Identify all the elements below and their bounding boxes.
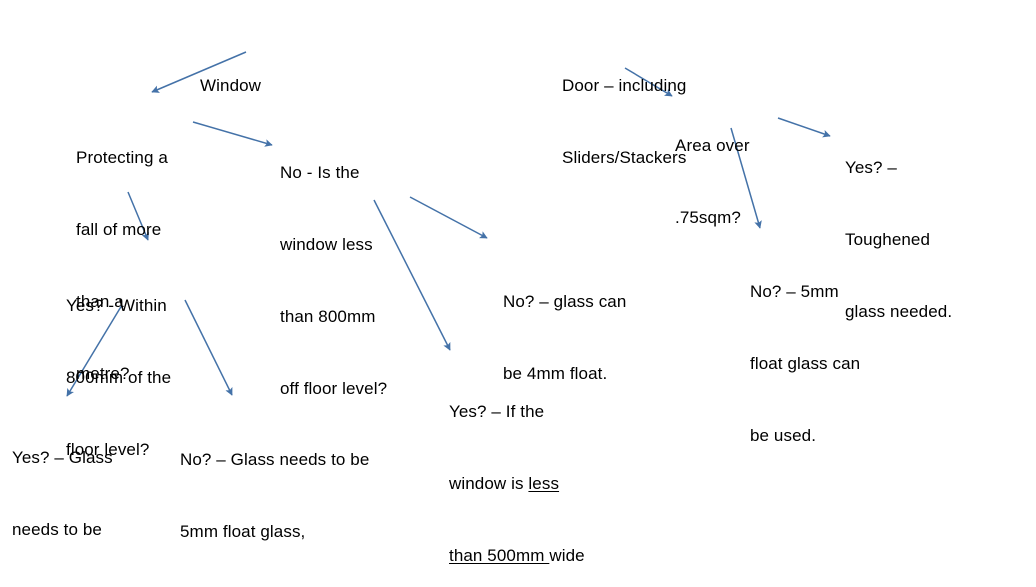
node-no-5mm-float-between-line-1: No? – Glass needs to be <box>180 450 370 469</box>
node-window-less-800-line-3: than 800mm <box>280 307 376 326</box>
node-no-5mm-float-between[interactable]: No? – Glass needs to be 5mm float glass,… <box>180 400 395 587</box>
node-yes-if-window-line-1: Yes? – If the <box>449 402 545 421</box>
node-door-root-line-2: Sliders/Stackers <box>562 148 687 167</box>
node-protecting-fall-line-2: fall of more <box>76 220 162 239</box>
node-yes-toughened-needed-line-1: Yes? – <box>845 158 897 177</box>
node-no-5mm-float-used-line-1: No? – 5mm <box>750 282 839 301</box>
node-no-5mm-float-used-line-3: be used. <box>750 426 817 445</box>
node-protecting-fall-line-3: than a <box>76 292 124 311</box>
node-area-over-line-2: .75sqm? <box>675 208 741 227</box>
node-window-root-line-1: Window <box>200 76 262 95</box>
node-no-5mm-float-between-line-2: 5mm float glass, <box>180 522 306 541</box>
node-yes-toughened-inside[interactable]: Yes? – Glass needs to be toughened to in… <box>12 398 162 587</box>
node-yes-if-window-line-3: than 500mm wide <box>449 544 624 568</box>
node-yes-toughened-needed[interactable]: Yes? – Toughened glass needed. <box>845 108 1005 372</box>
node-no-4mm-float-line-1: No? – glass can <box>503 292 627 311</box>
node-area-over-line-1: Area over <box>675 136 750 155</box>
node-within-800-line-1: Yes? - Within <box>66 296 167 315</box>
node-yes-if-window-line-3-b: wide <box>549 546 585 565</box>
node-protecting-fall-line-4: metre? <box>76 364 130 383</box>
node-yes-if-window-line-2-a: window is <box>449 474 529 493</box>
node-yes-toughened-inside-line-2: needs to be <box>12 520 102 539</box>
node-window-less-800-line-4: off floor level? <box>280 379 388 398</box>
node-window-less-800-line-1: No - Is the <box>280 163 360 182</box>
node-no-4mm-float-line-2: be 4mm float. <box>503 364 608 383</box>
node-within-800[interactable]: Yes? - Within 800mm of the floor level? <box>66 246 231 510</box>
node-yes-if-window-line-3-underlined: than 500mm <box>449 546 550 565</box>
node-door-root-line-1: Door – including <box>562 76 687 95</box>
node-yes-toughened-inside-line-1: Yes? – Glass <box>12 448 113 467</box>
node-within-800-line-3: floor level? <box>66 440 150 459</box>
node-yes-toughened-needed-line-2: Toughened <box>845 230 931 249</box>
node-no-5mm-float-used-line-2: float glass can <box>750 354 861 373</box>
node-yes-if-window-line-2-underlined: less <box>528 474 560 493</box>
node-door-root[interactable]: Door – including Sliders/Stackers <box>562 26 742 218</box>
node-window-less-800-line-2: window less <box>280 235 373 254</box>
node-yes-if-window[interactable]: Yes? – If the window is less than 500mm … <box>449 352 624 587</box>
node-no-5mm-float-used[interactable]: No? – 5mm float glass can be used. <box>750 232 910 496</box>
node-within-800-line-2: 800mm of the <box>66 368 172 387</box>
node-area-over[interactable]: Area over .75sqm? <box>675 86 805 278</box>
node-protecting-fall-line-1: Protecting a <box>76 148 168 167</box>
node-window-root[interactable]: Window <box>200 26 261 146</box>
node-yes-if-window-line-2: window is less <box>449 472 624 496</box>
node-window-less-800[interactable]: No - Is the window less than 800mm off f… <box>280 113 445 449</box>
node-no-4mm-float[interactable]: No? – glass can be 4mm float. <box>503 242 673 434</box>
node-yes-toughened-needed-line-3: glass needed. <box>845 302 953 321</box>
node-protecting-fall[interactable]: Protecting a fall of more than a metre? <box>76 98 226 434</box>
